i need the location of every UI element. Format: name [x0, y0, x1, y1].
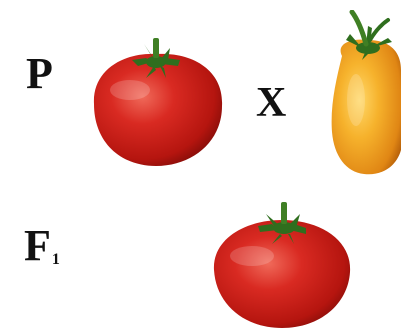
f1-generation-label: F1 [24, 224, 60, 268]
red-tomato-offspring-icon [208, 198, 356, 329]
yellow-tomato-parent-icon [322, 10, 401, 178]
f1-subscript: 1 [52, 251, 60, 268]
f1-letter: F [24, 221, 51, 270]
parental-generation-label: P [26, 52, 53, 96]
cross-symbol: X [256, 82, 286, 124]
red-tomato-parent-icon [84, 30, 230, 170]
